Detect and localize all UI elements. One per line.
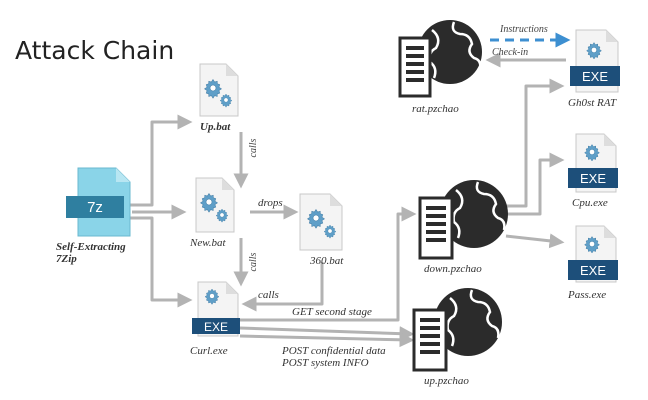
- edge-down-to-gh0st: [506, 78, 565, 208]
- label-curl-exe: Curl.exe: [190, 345, 228, 357]
- zip-badge-bar: [66, 196, 124, 218]
- label-gh0st: Gh0st RAT: [568, 97, 617, 109]
- curl-exe-node: EXE Curl.exe: [190, 281, 240, 357]
- label-calls-2: calls: [248, 252, 259, 271]
- globe-icon: [434, 288, 502, 356]
- label-instructions: Instructions: [499, 24, 548, 35]
- up-bat-node: Up.bat: [199, 63, 239, 133]
- label-new-bat: New.bat: [189, 237, 226, 249]
- exe-badge-text: EXE: [582, 69, 608, 84]
- globe-icon: [440, 180, 508, 248]
- up-server-node: up.pzchao: [412, 288, 502, 387]
- exe-badge-bar: [568, 260, 618, 280]
- edge-curl-post-up-2: [239, 332, 415, 348]
- label-cpu: Cpu.exe: [572, 197, 608, 209]
- exe-badge-text: EXE: [580, 171, 606, 186]
- gh0st-rat-node: EXE Gh0st RAT: [568, 29, 620, 109]
- label-360-bat: 360.bat: [309, 255, 344, 267]
- edge-curl-get-down: [240, 206, 417, 322]
- bat-360-node: 360.bat: [299, 193, 344, 267]
- cpu-exe-node: EXE Cpu.exe: [568, 133, 618, 209]
- exe-badge-text: EXE: [204, 320, 228, 334]
- server-icon: [398, 36, 432, 98]
- label-calls-1: calls: [248, 138, 259, 157]
- down-server-node: down.pzchao: [418, 180, 508, 275]
- label-rat-server: rat.pzchao: [412, 103, 459, 115]
- label-pass: Pass.exe: [567, 289, 606, 301]
- arrows: [130, 52, 566, 348]
- exe-badge-bar: [570, 66, 620, 86]
- edge-down-to-pass: [505, 233, 565, 249]
- label-up-bat: Up.bat: [200, 121, 231, 133]
- edge-down-to-cpu: [506, 152, 565, 216]
- exe-badge-bar: [568, 168, 618, 188]
- exe-badge-text: EXE: [580, 263, 606, 278]
- label-get-stage: GET second stage: [292, 306, 372, 318]
- label-calls-3: calls: [258, 289, 279, 301]
- edge-sfx-to-up: [130, 114, 193, 207]
- label-sfx-1: Self-Extracting: [56, 241, 126, 253]
- label-sfx-2: 7Zip: [56, 253, 77, 265]
- edge-360-calls-curl: [241, 262, 324, 312]
- label-drops: drops: [258, 197, 283, 209]
- edge-curl-post-up-1: [239, 326, 415, 342]
- diagram-title: Attack Chain: [15, 36, 175, 65]
- label-down-server: down.pzchao: [424, 263, 482, 275]
- label-checkin: Check-in: [492, 47, 528, 58]
- server-icon: [412, 308, 448, 372]
- rat-server-node: rat.pzchao: [398, 20, 482, 115]
- label-post-conf: POST confidential data: [281, 345, 386, 357]
- sfx-7zip-node: 7z Self-Extracting 7Zip: [56, 167, 131, 265]
- exe-badge-bar: [192, 318, 240, 334]
- new-bat-node: New.bat: [189, 177, 235, 249]
- edge-sfx-to-curl: [130, 216, 193, 308]
- pass-exe-node: EXE Pass.exe: [567, 225, 618, 301]
- server-icon: [418, 196, 454, 260]
- label-post-info: POST system INFO: [281, 357, 369, 369]
- label-up-server: up.pzchao: [424, 375, 469, 387]
- zip-badge-text: 7z: [87, 199, 103, 216]
